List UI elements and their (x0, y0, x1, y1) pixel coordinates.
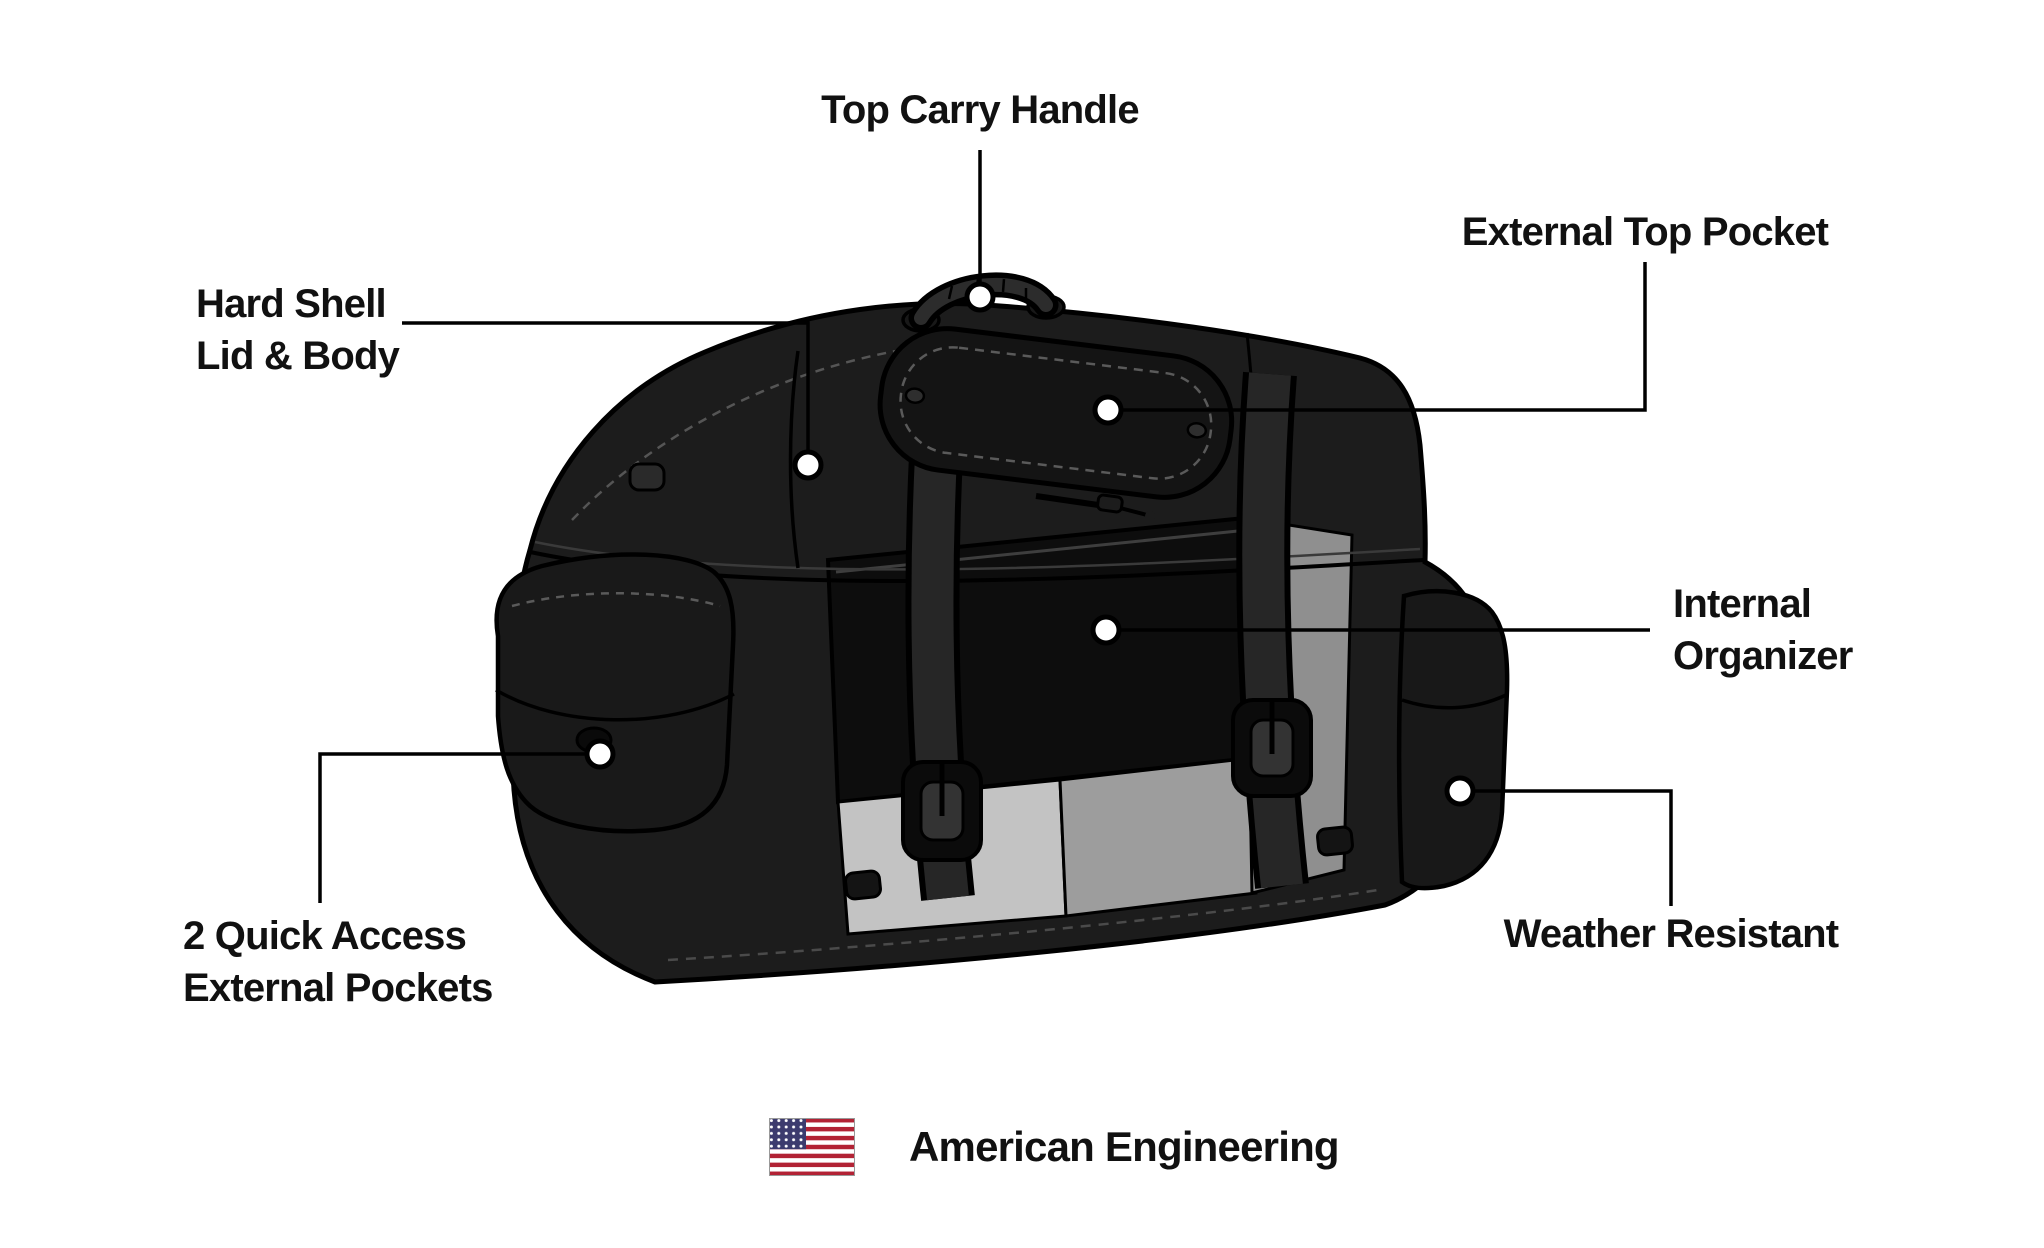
callout-dot-quick-access (584, 738, 616, 770)
label-quick-access-line1: 2 Quick Access (183, 914, 467, 958)
callout-dot-hard-shell (792, 449, 824, 481)
label-internal-organizer-line1: Internal (1673, 582, 1812, 626)
label-hard-shell-line2: Lid & Body (196, 334, 400, 378)
us-flag-icon (769, 1118, 855, 1176)
bag-left-pocket (494, 552, 736, 834)
label-quick-access-line2: External Pockets (183, 966, 493, 1010)
label-top-carry-handle: Top Carry Handle (821, 88, 1139, 132)
label-hard-shell-line1: Hard Shell (196, 282, 387, 326)
callout-lines (318, 150, 1673, 906)
label-quick-access: 2 Quick Access External Pockets (183, 910, 493, 1014)
label-weather-resistant: Weather Resistant (1503, 912, 1839, 956)
label-internal-organizer-line2: Organizer (1673, 634, 1853, 678)
label-external-top-pocket: External Top Pocket (1461, 210, 1829, 254)
callout-dot-top-carry-handle (964, 281, 996, 313)
callout-line-external-top-pocket (1122, 262, 1647, 412)
callout-dots (584, 281, 1476, 807)
bag-top-pocket (877, 326, 1235, 500)
label-internal-organizer: Internal Organizer (1673, 578, 1853, 682)
footer-text: American Engineering (909, 1123, 1340, 1170)
bag-right-pocket (1396, 589, 1510, 891)
bag-interior-floor-mid (1058, 756, 1258, 918)
callout-dot-external-top-pocket (1092, 394, 1124, 426)
callout-line-weather-resistant (1474, 789, 1673, 906)
callout-line-quick-access (318, 752, 586, 903)
callout-dot-internal-organizer (1090, 614, 1122, 646)
label-hard-shell: Hard Shell Lid & Body (196, 278, 400, 382)
buckle-icon (1231, 698, 1313, 798)
d-ring-icon (628, 462, 666, 492)
callout-dot-weather-resistant (1444, 775, 1476, 807)
buckle-icon (901, 760, 983, 862)
zipper-icon (1035, 493, 1155, 521)
callout-line-hard-shell (402, 321, 810, 451)
bag-illustration (494, 272, 1510, 985)
footer: American Engineering (769, 1118, 1340, 1176)
